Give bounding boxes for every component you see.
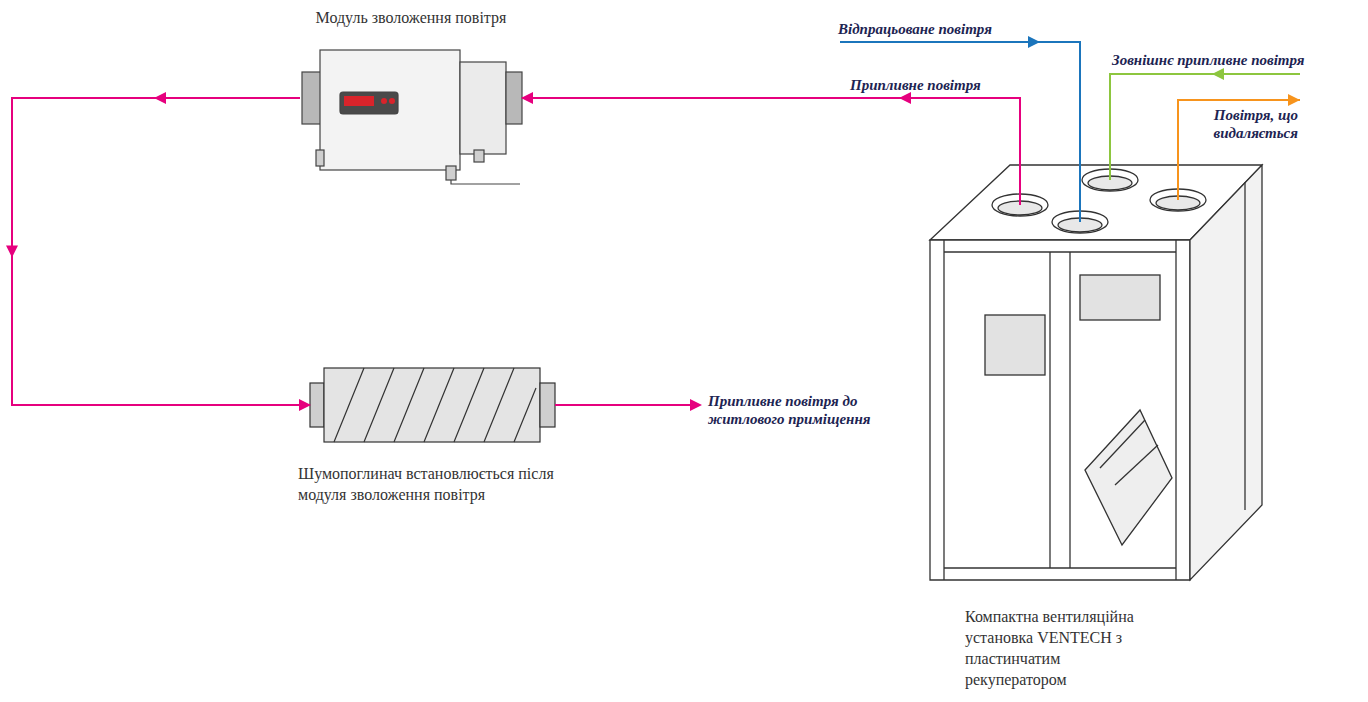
ventilation-unit-drawing (930, 165, 1262, 580)
caption-wrap: Компактна вентиляційна установка VENTECH… (965, 606, 1165, 690)
arrow-head (1028, 36, 1040, 48)
edge-label-wrap: Припливне повітря (850, 76, 981, 94)
equipment-node: Шумопоглинач встановлюється після модуля… (310, 365, 555, 445)
flow-label-wrap: Повітря, що видаляється (1188, 106, 1298, 142)
extract-air-line (840, 42, 1080, 222)
humidifier-drawing (302, 50, 522, 184)
flow-label: Повітря, що видаляється (1188, 106, 1298, 142)
equipment-node: Модуль зволоження повітря (300, 40, 522, 190)
equipment-caption: Компактна вентиляційна установка VENTECH… (965, 606, 1165, 690)
flow-label-wrap: Зовнішнє припливне повітря (1112, 51, 1305, 69)
equipment-caption: Шумопоглинач встановлюється після модуля… (298, 463, 568, 505)
flow-label-wrap: Припливне повітря до житлового приміщенн… (708, 392, 908, 428)
exhaust-air-line (1178, 100, 1300, 200)
arrow-head (690, 399, 702, 411)
silencer-drawing (310, 368, 555, 442)
edge-label: Припливне повітря (850, 76, 981, 94)
flow-label: Зовнішнє припливне повітря (1112, 51, 1305, 69)
equipment-caption: Модуль зволоження повітря (260, 7, 562, 28)
arrow-head (1288, 94, 1300, 106)
caption-wrap: Модуль зволоження повітря (260, 7, 562, 28)
caption-wrap: Шумопоглинач встановлюється після модуля… (298, 463, 568, 505)
supply-port-stub (1019, 165, 1021, 205)
flow-label: Припливне повітря до житлового приміщенн… (708, 392, 908, 428)
arrow-head (1212, 68, 1224, 80)
supply-air-connector (12, 98, 310, 405)
flow-label: Відпрацьоване повітря (838, 20, 992, 38)
equipment-node: Компактна вентиляційна установка VENTECH… (930, 165, 1262, 580)
supply-air-connector (522, 98, 1020, 165)
outdoor-air-line (1110, 74, 1300, 180)
supply-outlet-line (555, 404, 692, 406)
flow-label-wrap: Відпрацьоване повітря (838, 20, 992, 38)
